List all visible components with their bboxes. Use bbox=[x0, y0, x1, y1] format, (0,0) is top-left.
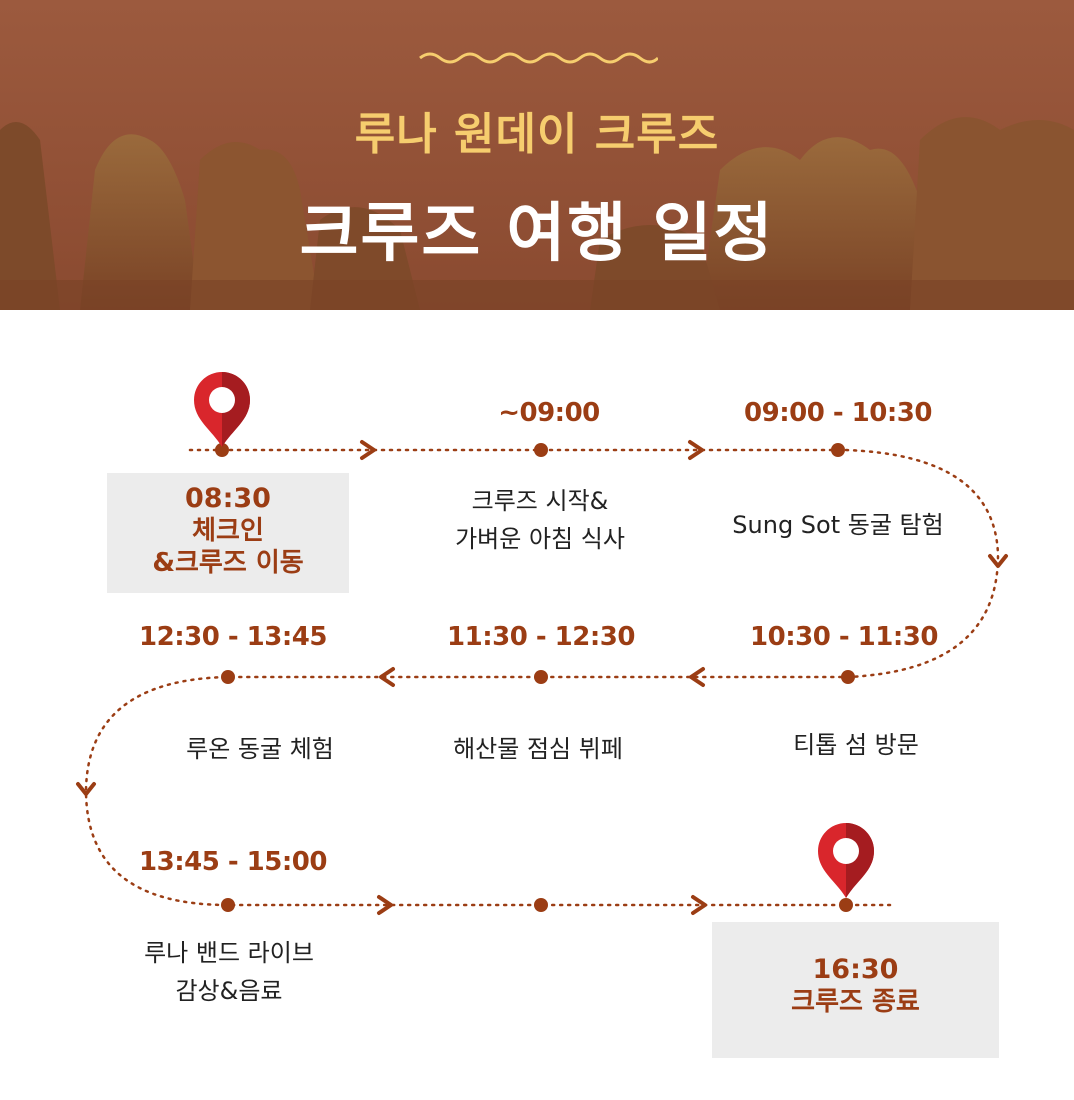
arrow-left-icon bbox=[689, 667, 705, 687]
route-dot bbox=[841, 670, 855, 684]
stop-label: 루나 밴드 라이브 감상&음료 bbox=[144, 939, 314, 1005]
start-box: 08:30 체크인 &크루즈 이동 bbox=[107, 473, 349, 593]
chevron-down-icon bbox=[76, 782, 96, 796]
stop-time: 12:30 - 13:45 bbox=[139, 622, 327, 652]
stop-time: ~09:00 bbox=[498, 398, 600, 428]
header-subtitle: 루나 원데이 크루즈 bbox=[354, 109, 720, 160]
end-box: 16:30 크루즈 종료 bbox=[712, 922, 999, 1058]
stop-time: 10:30 - 11:30 bbox=[750, 622, 938, 652]
route-dot bbox=[221, 670, 235, 684]
start-time: 08:30 bbox=[185, 483, 271, 514]
arrow-right-icon bbox=[688, 440, 704, 460]
map-pin-icon bbox=[818, 823, 874, 898]
arrow-right-icon bbox=[360, 440, 376, 460]
route-dot bbox=[534, 443, 548, 457]
route-dot bbox=[839, 898, 853, 912]
route-dot bbox=[221, 898, 235, 912]
karst-mountains-background bbox=[0, 0, 1074, 310]
stop-time: 11:30 - 12:30 bbox=[447, 622, 635, 652]
start-label-line1: 체크인 bbox=[192, 516, 264, 546]
arrow-right-icon bbox=[691, 895, 707, 915]
stop-label: 티톱 섬 방문 bbox=[793, 731, 919, 759]
chevron-down-icon bbox=[988, 554, 1008, 568]
arrow-left-icon bbox=[379, 667, 395, 687]
route-dot bbox=[534, 898, 548, 912]
arrow-right-icon bbox=[377, 895, 393, 915]
stop-label: 크루즈 시작& 가벼운 아침 식사 bbox=[455, 487, 625, 553]
route-dot bbox=[534, 670, 548, 684]
route-dot bbox=[215, 443, 229, 457]
stop-time: 09:00 - 10:30 bbox=[744, 398, 932, 428]
end-time: 16:30 bbox=[812, 954, 899, 985]
end-label: 크루즈 종료 bbox=[791, 987, 920, 1017]
start-label-line2: &크루즈 이동 bbox=[152, 548, 304, 578]
map-pin-icon bbox=[194, 372, 250, 447]
wave-divider-icon bbox=[419, 52, 658, 64]
stop-label: Sung Sot 동굴 탐험 bbox=[732, 511, 944, 539]
stop-time: 13:45 - 15:00 bbox=[139, 847, 327, 877]
route-dot bbox=[831, 443, 845, 457]
stop-label: 해산물 점심 뷔페 bbox=[453, 735, 623, 763]
page-title: 크루즈 여행 일정 bbox=[299, 197, 775, 271]
stop-label: 루온 동굴 체험 bbox=[186, 735, 334, 763]
header-banner: 루나 원데이 크루즈 크루즈 여행 일정 bbox=[0, 0, 1074, 310]
